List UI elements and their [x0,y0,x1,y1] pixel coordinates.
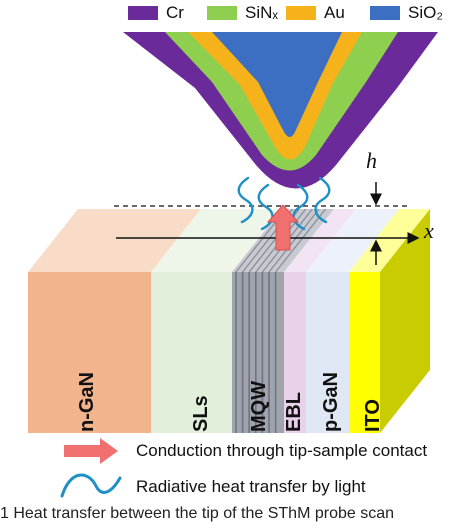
probe-tip [123,32,438,189]
h-symbol: h [366,148,377,173]
layer-side-ito [380,209,430,433]
legend-label-cr: Cr [166,3,184,22]
legend-label-sinx: SiNₓ [245,3,278,22]
x-symbol: x [424,218,434,243]
conduction-legend-text: Conduction through tip-sample contact [136,441,428,460]
legend-swatch-sinx [207,6,237,20]
mqw-stripe-top [275,208,327,273]
conduction-legend-arrow-icon [64,438,118,464]
sample-block [28,209,430,433]
layer-label-mqw: MQW [248,380,270,432]
layer-label-p-gan: p-GaN [320,372,342,432]
legend-swatch-cr [128,6,158,20]
layer-label-sls: SLs [190,395,212,432]
layer-top-n_gan [28,209,201,272]
layer-front-p_gan [306,272,349,433]
legend-label-au: Au [324,3,345,22]
mqw-stripes [235,208,327,433]
radiative-wave-icon [237,176,254,224]
layer-front-sls [151,272,232,433]
legend-swatch-sio2 [370,6,400,20]
layer-top-ito [349,209,430,272]
legend-swatch-au [286,6,316,20]
legend-item-cr: Cr [128,2,184,24]
figure-caption: 1 Heat transfer between the tip of the S… [0,505,394,522]
probe-sio2-core [212,32,342,137]
layer-top-sls [151,209,282,272]
layer-top-p_gan [306,209,399,272]
legend-label-sio2: SiO₂ [408,3,443,22]
layer-front-n_gan [28,272,151,433]
radiative-legend-wave-icon [60,473,122,498]
layer-label-n-gan: n-GaN [76,372,98,432]
layer-label-ebl: EBL [283,392,305,432]
radiative-legend-text: Radiative heat transfer by light [136,477,366,496]
conduction-arrow-icon [266,204,300,251]
legend-item-au: Au [286,2,345,24]
layer-label-ito: ITO [362,399,384,432]
radiative-wave-icon [314,176,331,224]
radiative-wave-icon [257,183,274,231]
mqw-stripe-top [268,208,320,273]
layer-front-ebl [284,272,306,433]
legend-item-sinx: SiNₓ [207,2,278,24]
layer-front-ito [349,272,380,433]
radiative-wave-icon [292,183,309,231]
radiative-waves [237,176,331,231]
layer-top-ebl [284,209,356,272]
legend-item-sio2: SiO₂ [370,2,443,24]
